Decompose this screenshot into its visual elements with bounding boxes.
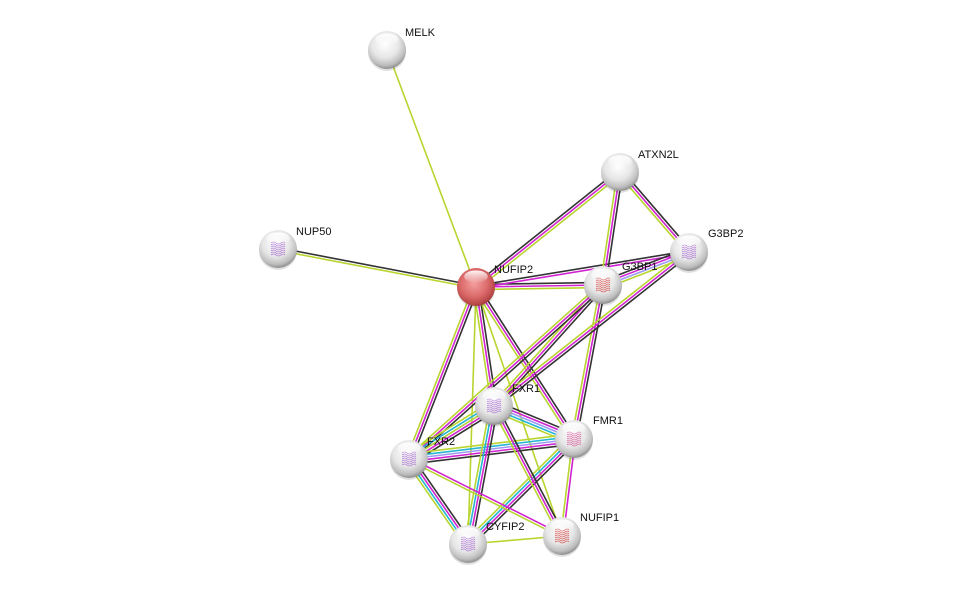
edge-line-coexpression: [604, 172, 624, 286]
edge-fmr1-cyfip2[interactable]: [464, 435, 578, 548]
node-nup50[interactable]: NUP50: [259, 226, 331, 270]
node-highlight: [677, 235, 701, 248]
node-label: NUFIP1: [580, 512, 619, 524]
node-label: FXR2: [427, 436, 455, 448]
edge-line-textmining: [464, 435, 572, 542]
edge-nup50-nufip2[interactable]: [277, 246, 477, 290]
edge-line-experiments: [493, 405, 563, 537]
node-fmr1[interactable]: FMR1: [555, 415, 623, 460]
edge-line-experiments: [468, 439, 576, 546]
edge-nufip2-g3bp2[interactable]: [475, 249, 690, 290]
node-label: NUP50: [296, 226, 331, 238]
edge-line-experiments: [409, 440, 575, 463]
edge-line-textmining: [467, 286, 477, 545]
edge-line-experiments: [475, 286, 575, 440]
edge-fxr1-nufip1[interactable]: [490, 404, 566, 538]
node-highlight: [591, 268, 615, 281]
node-label: FXR1: [512, 383, 540, 395]
node-cyfip2[interactable]: CYFIP2: [449, 521, 525, 565]
edge-line-experiments: [475, 284, 604, 288]
node-highlight: [464, 270, 488, 283]
edge-line-experiments: [468, 406, 497, 545]
edge-line-coexpression: [477, 285, 577, 439]
node-g3bp2[interactable]: G3BP2: [670, 228, 743, 273]
edge-nufip2-fxr2[interactable]: [405, 285, 480, 461]
node-highlight: [456, 527, 480, 540]
edge-line-coexpression: [409, 443, 575, 465]
node-label: FMR1: [593, 415, 623, 427]
edge-line-databases: [466, 437, 574, 544]
node-label: ATXN2L: [638, 149, 679, 161]
edge-line-coexpression: [495, 404, 566, 536]
edge-line-experiments: [408, 284, 604, 460]
edge-line-textmining: [277, 249, 476, 290]
node-g3bp1[interactable]: G3BP1: [584, 261, 657, 306]
node-highlight: [397, 442, 421, 455]
node-fxr2[interactable]: FXR2: [390, 436, 455, 480]
edge-line-textmining: [463, 405, 491, 544]
edge-line-experiments: [602, 171, 621, 286]
edge-line-coexpression: [278, 246, 477, 287]
edge-line-coexpression: [410, 287, 480, 461]
node-label: G3BP2: [708, 228, 743, 240]
edge-line-databases: [465, 405, 494, 544]
edge-g3bp1-fmr1[interactable]: [570, 284, 607, 440]
node-label: MELK: [405, 27, 436, 39]
edge-atxn2l-g3bp1[interactable]: [599, 171, 624, 286]
edge-line-textmining: [570, 284, 602, 439]
node-highlight: [266, 232, 290, 245]
node-fxr1[interactable]: FXR1: [475, 383, 540, 427]
edge-nufip2-fmr1[interactable]: [473, 285, 577, 441]
edge-line-textmining: [599, 171, 619, 285]
edge-line-textmining: [476, 286, 604, 291]
edge-fxr1-cyfip2[interactable]: [463, 405, 499, 545]
edge-line-textmining: [472, 287, 493, 407]
edge-line-coexpression: [475, 249, 689, 287]
edge-g3bp2-fxr1[interactable]: [491, 249, 692, 409]
edge-melk-nufip2[interactable]: [386, 49, 477, 288]
edge-nufip2-cyfip2[interactable]: [467, 286, 477, 545]
edge-line-textmining: [405, 285, 475, 459]
node-melk[interactable]: MELK: [368, 27, 436, 71]
node-highlight: [550, 519, 574, 532]
edge-line-homology: [408, 438, 575, 460]
node-nufip1[interactable]: NUFIP1: [543, 512, 619, 557]
edge-line-experiments: [475, 171, 621, 288]
edge-line-coexpression: [575, 285, 607, 440]
edge-line-textmining: [477, 173, 623, 290]
edge-line-experiments: [409, 457, 563, 536]
edges-layer: [277, 49, 692, 548]
node-label: NUFIP2: [494, 264, 533, 276]
edge-line-experiments: [493, 251, 690, 407]
edge-line-textmining: [386, 49, 477, 288]
node-highlight: [375, 33, 399, 46]
edge-line-databases: [408, 435, 574, 458]
node-nufip2[interactable]: NUFIP2: [457, 264, 533, 308]
edge-line-textmining: [473, 287, 573, 441]
edge-line-textmining: [408, 459, 562, 538]
node-label: G3BP1: [622, 261, 657, 273]
edge-line-coexpression: [471, 406, 499, 545]
edge-fmr1-fxr2[interactable]: [408, 433, 575, 465]
edge-line-experiments: [573, 284, 604, 440]
edge-line-coexpression: [470, 441, 578, 548]
node-atxn2l[interactable]: ATXN2L: [601, 149, 679, 193]
node-label: CYFIP2: [486, 521, 525, 533]
edge-line-textmining: [406, 282, 602, 458]
edge-line-experiments: [408, 286, 477, 460]
edge-line-experiments: [476, 252, 690, 290]
edge-line-coexpression: [473, 169, 619, 286]
edge-fxr2-nufip1[interactable]: [408, 457, 563, 538]
edge-line-textmining: [491, 249, 688, 405]
node-highlight: [608, 155, 632, 168]
edge-nufip2-atxn2l[interactable]: [473, 169, 623, 290]
edge-line-textmining: [490, 406, 561, 538]
node-highlight: [562, 422, 586, 435]
edge-line-coexpression: [495, 253, 692, 409]
node-highlight: [482, 389, 506, 402]
